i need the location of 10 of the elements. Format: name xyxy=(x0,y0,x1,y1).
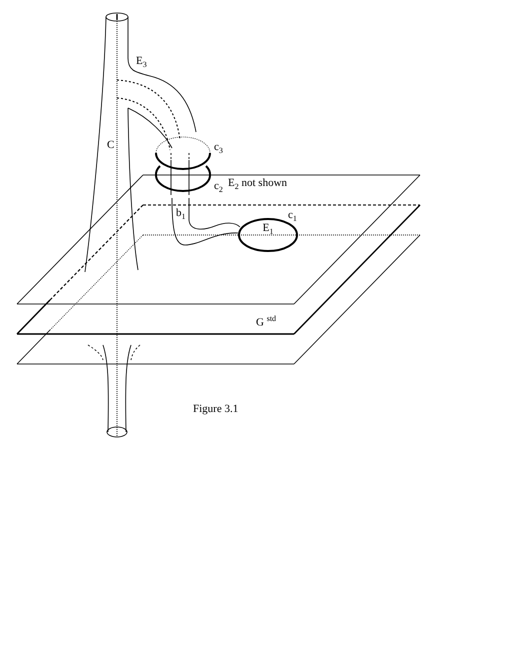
surface-note: E$_{2}$ not shown xyxy=(228,178,288,192)
circle-label: c$_{2}$ xyxy=(214,181,223,194)
circle-label: c$_{1}$ xyxy=(288,210,297,224)
figure-caption: Figure 3.1 xyxy=(193,404,238,415)
surface-label: E$_{3}$ xyxy=(136,56,147,70)
circle-label: c$_{3}$ xyxy=(214,142,223,156)
plane-label: G $^{std}$ xyxy=(256,315,276,329)
band-label: b$_{1}$ xyxy=(176,208,186,222)
region-label: E$_{1}$ xyxy=(262,223,274,237)
surface-label: C xyxy=(107,140,114,151)
